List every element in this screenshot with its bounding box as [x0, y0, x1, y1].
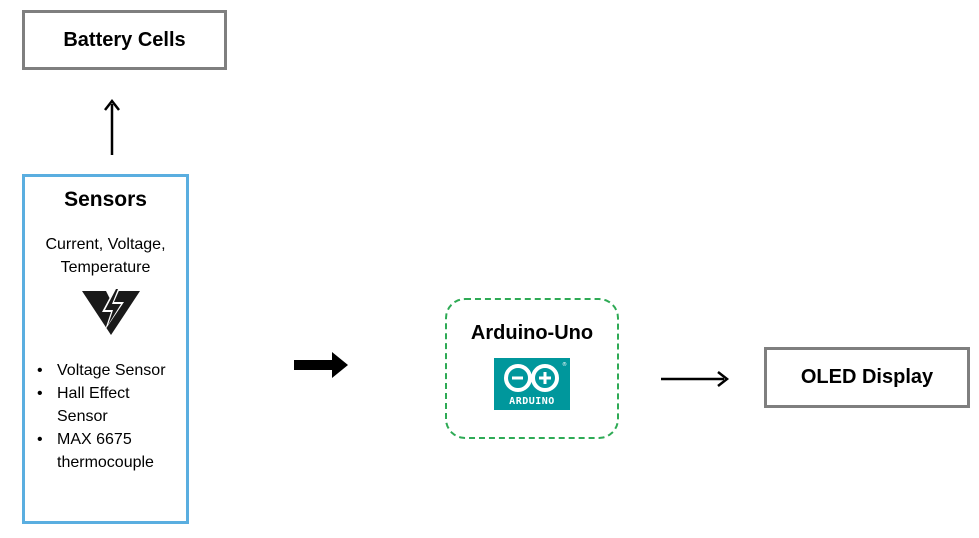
battery-cells-label: Battery Cells [63, 28, 186, 51]
sensors-subtitle: Current, Voltage, Temperature [25, 233, 186, 279]
arrow-sensors-to-arduino [294, 352, 348, 378]
battery-cells-box: Battery Cells [22, 10, 227, 70]
sensor-item-line2: Sensor [57, 408, 108, 425]
sensors-subtitle-line1: Current, Voltage, [45, 236, 166, 253]
sensors-box: Sensors Current, Voltage, Temperature Vo… [22, 174, 189, 524]
sensor-list-item: Voltage Sensor [35, 359, 187, 382]
arduino-logo-text: ARDUINO [509, 396, 555, 407]
arrow-up-to-battery [104, 98, 120, 155]
sensors-subtitle-line2: Temperature [60, 259, 151, 276]
sensor-item-line1: MAX 6675 [57, 431, 132, 448]
sensor-item-line1: Hall Effect [57, 385, 130, 402]
oled-display-label: OLED Display [800, 366, 934, 388]
arrow-arduino-to-oled [661, 371, 730, 387]
arduino-uno-box: Arduino-Uno ® ARDUINO [445, 298, 619, 439]
oled-display-box: OLED Display [764, 347, 970, 408]
sensor-item-line1: Voltage Sensor [57, 362, 166, 379]
arduino-infinity-logo: ® ARDUINO [494, 358, 570, 410]
lightning-triangle-icon [82, 286, 140, 335]
sensor-list-item: Hall Effect Sensor [35, 382, 187, 428]
sensor-item-line2: thermocouple [57, 454, 154, 471]
arduino-title: Arduino-Uno [470, 322, 594, 344]
sensor-list: Voltage Sensor Hall Effect Sensor MAX 66… [35, 359, 187, 474]
sensor-list-item: MAX 6675 thermocouple [35, 428, 187, 474]
arduino-logo-mark: ® [562, 361, 567, 368]
sensors-title: Sensors [64, 188, 147, 211]
